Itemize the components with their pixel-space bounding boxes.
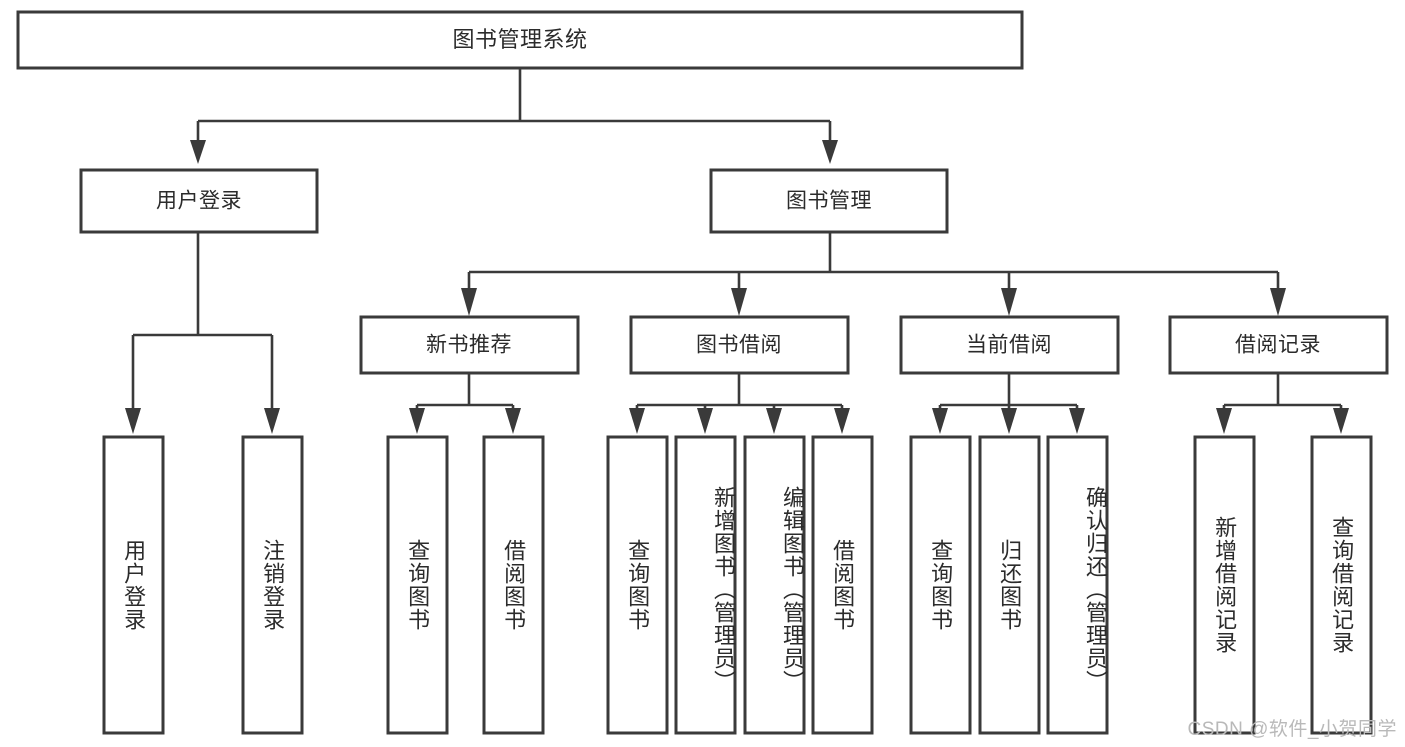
arrowhead-bookborrow-leaf-1 [629,408,645,434]
node-root-label: 图书管理系统 [452,27,587,52]
connector-bookmanage-to-level3 [461,232,1286,316]
leaf-box-current-borrow-3[interactable] [1046,435,1109,735]
connector-userlogin-to-leaves [125,232,280,434]
leaf-box-book-borrow-1[interactable] [606,435,669,735]
leaf-box-user-login-1[interactable] [102,435,165,735]
node-borrow-record-label: 借阅记录 [1235,334,1321,357]
arrowhead-to-user-login [190,140,206,164]
arrowhead-to-book-manage [822,140,838,164]
node-new-book-recommend-box[interactable] [359,315,580,375]
node-borrow-record[interactable]: 借阅记录 [1168,315,1389,375]
arrowhead-currentborrow-leaf-1 [932,408,948,434]
node-book-manage[interactable]: 图书管理 [709,168,949,234]
node-new-book-recommend-label: 新书推荐 [426,334,512,357]
leaf-box-book-borrow-2[interactable] [674,435,737,735]
node-current-borrow-box[interactable] [899,315,1120,375]
leaf-box-borrow-record-2[interactable] [1310,435,1373,735]
node-book-manage-label: 图书管理 [786,190,872,213]
arrowhead-currentborrow-leaf-3 [1069,408,1085,434]
arrowhead-to-new-book [461,288,477,316]
node-book-borrow-box[interactable] [629,315,850,375]
connector-bookborrow-to-leaves [629,373,850,434]
node-current-borrow-label: 当前借阅 [966,334,1052,357]
leaf-box-book-borrow-3[interactable] [743,435,806,735]
leaf-box-new-book-1[interactable] [386,435,449,735]
arrowhead-bookborrow-leaf-2 [697,408,713,434]
arrowhead-to-book-borrow [731,288,747,316]
connector-newbook-to-leaves [409,373,521,434]
arrowhead-currentborrow-leaf-2 [1001,408,1017,434]
arrowhead-newbook-leaf-1 [409,408,425,434]
arrowhead-borrowrecord-leaf-2 [1333,408,1349,434]
connector-root-to-level2 [190,68,838,164]
leaf-box-current-borrow-1[interactable] [909,435,972,735]
arrowhead-userlogin-leaf-2 [264,408,280,434]
node-user-login-box[interactable] [79,168,319,234]
arrowhead-userlogin-leaf-1 [125,408,141,434]
node-book-manage-box[interactable] [709,168,949,234]
leaf-box-current-borrow-2[interactable] [978,435,1041,735]
arrowhead-bookborrow-leaf-4 [834,408,850,434]
arrowhead-to-borrow-record [1270,288,1286,316]
leaf-box-new-book-2[interactable] [482,435,545,735]
node-new-book-recommend[interactable]: 新书推荐 [359,315,580,375]
connector-borrowrecord-to-leaves [1216,373,1349,434]
leaf-box-user-login-2[interactable] [241,435,304,735]
arrowhead-bookborrow-leaf-3 [766,408,782,434]
node-book-borrow-label: 图书借阅 [696,334,782,357]
leaf-box-book-borrow-4[interactable] [811,435,874,735]
connector-currentborrow-to-leaves [932,373,1085,434]
arrowhead-to-current-borrow [1001,288,1017,316]
node-root-box[interactable] [16,10,1024,70]
watermark-label: CSDN @软件_小贺同学 [1187,719,1397,740]
arrowhead-borrowrecord-leaf-1 [1216,408,1232,434]
node-user-login-label: 用户登录 [156,190,242,213]
node-current-borrow[interactable]: 当前借阅 [899,315,1120,375]
node-book-borrow[interactable]: 图书借阅 [629,315,850,375]
arrowhead-newbook-leaf-2 [505,408,521,434]
node-borrow-record-box[interactable] [1168,315,1389,375]
node-root[interactable]: 图书管理系统 [16,10,1024,70]
node-user-login[interactable]: 用户登录 [79,168,319,234]
leaf-box-borrow-record-1[interactable] [1193,435,1256,735]
